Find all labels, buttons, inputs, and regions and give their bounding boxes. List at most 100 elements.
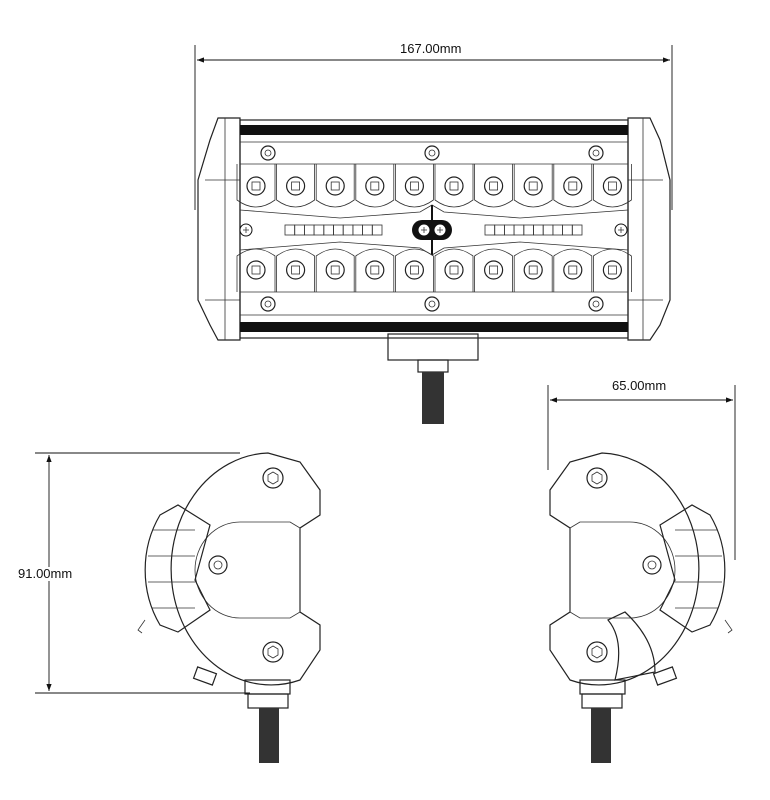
strip-segment <box>523 224 534 236</box>
led <box>325 176 345 196</box>
screw-hole <box>264 300 272 308</box>
led-lens <box>593 248 632 292</box>
width-dimension-label: 167.00mm <box>398 41 464 56</box>
led-chip <box>568 181 578 191</box>
led-lens <box>474 164 513 208</box>
led-chip <box>330 265 340 275</box>
led <box>602 260 623 280</box>
led-chip <box>449 265 459 275</box>
strip-segment <box>294 224 305 236</box>
screw-hole <box>264 149 272 157</box>
strip-segment <box>323 224 334 236</box>
screw-cross <box>618 227 624 233</box>
led-lens <box>553 248 593 292</box>
led-lens <box>593 164 632 208</box>
strip-segment <box>313 224 325 236</box>
screw-icon <box>424 145 440 161</box>
led <box>444 260 464 280</box>
led-lens <box>513 248 553 292</box>
led-chip <box>449 181 459 191</box>
strip-segment <box>513 224 525 236</box>
led <box>246 260 266 280</box>
led-lens <box>315 248 355 292</box>
led <box>286 260 306 280</box>
height-dimension-label: 91.00mm <box>16 566 75 581</box>
screw-cross <box>437 227 443 233</box>
led-lens <box>355 248 395 292</box>
strip-segment <box>303 224 315 236</box>
led <box>325 260 345 280</box>
strip-segment <box>571 224 583 236</box>
strip-segment <box>362 224 373 236</box>
strip-segment <box>542 224 554 236</box>
led <box>444 176 464 196</box>
led <box>404 260 424 280</box>
led-chip <box>330 181 340 191</box>
led-chip <box>409 181 419 191</box>
screw-icon <box>588 145 604 161</box>
screw-icon <box>588 296 604 312</box>
led <box>365 176 385 196</box>
led-chip <box>568 265 578 275</box>
depth-dimension-label: 65.00mm <box>610 378 669 393</box>
led <box>484 260 504 280</box>
led-chip <box>370 265 380 275</box>
led <box>286 176 306 196</box>
led-lens <box>513 164 553 208</box>
led-chip <box>291 265 301 275</box>
led-lens <box>553 164 593 208</box>
screw-hole <box>592 149 600 157</box>
screw-cross <box>243 227 249 233</box>
strip-segment <box>533 224 544 236</box>
strip-segment <box>333 224 344 236</box>
strip-segment <box>284 224 296 236</box>
led-chip <box>409 265 419 275</box>
strip-segment <box>352 224 363 236</box>
led-lens <box>276 164 315 208</box>
screw-hole <box>592 300 600 308</box>
led <box>246 176 266 196</box>
led-lens <box>434 164 474 208</box>
screw-cross <box>421 227 427 233</box>
strip-segment <box>371 224 383 236</box>
strip-segment <box>342 224 354 236</box>
led-chip <box>251 181 261 191</box>
strip-segment <box>552 224 564 236</box>
screw-icon <box>424 296 440 312</box>
led-lens <box>315 164 355 208</box>
led-lens <box>236 164 276 208</box>
led-lens <box>395 248 434 292</box>
led-chip <box>608 181 617 191</box>
depth-dimension <box>547 385 736 560</box>
led <box>523 176 543 196</box>
led <box>365 260 385 280</box>
led-chip <box>489 265 499 275</box>
led-lens <box>276 248 315 292</box>
strip-segment <box>503 224 515 236</box>
screw-hole <box>428 149 436 157</box>
side-view-left <box>137 452 321 763</box>
strip-segment <box>484 224 496 236</box>
led-chip <box>528 181 538 191</box>
led-chip <box>528 265 538 275</box>
led <box>484 176 504 196</box>
led-chip <box>251 265 261 275</box>
led-lens <box>355 164 395 208</box>
led-chip <box>291 181 301 191</box>
led-lens <box>236 248 276 292</box>
screw-icon <box>260 145 276 161</box>
led <box>602 176 623 196</box>
led <box>563 176 583 196</box>
side-view-right <box>549 452 733 763</box>
width-dimension <box>194 45 673 210</box>
led-chip <box>370 181 380 191</box>
led <box>563 260 583 280</box>
led-lens <box>434 248 474 292</box>
strip-segment <box>494 224 505 236</box>
led <box>523 260 543 280</box>
led-chip <box>489 181 499 191</box>
screw-hole <box>428 300 436 308</box>
front-view <box>197 117 671 424</box>
led <box>404 176 424 196</box>
